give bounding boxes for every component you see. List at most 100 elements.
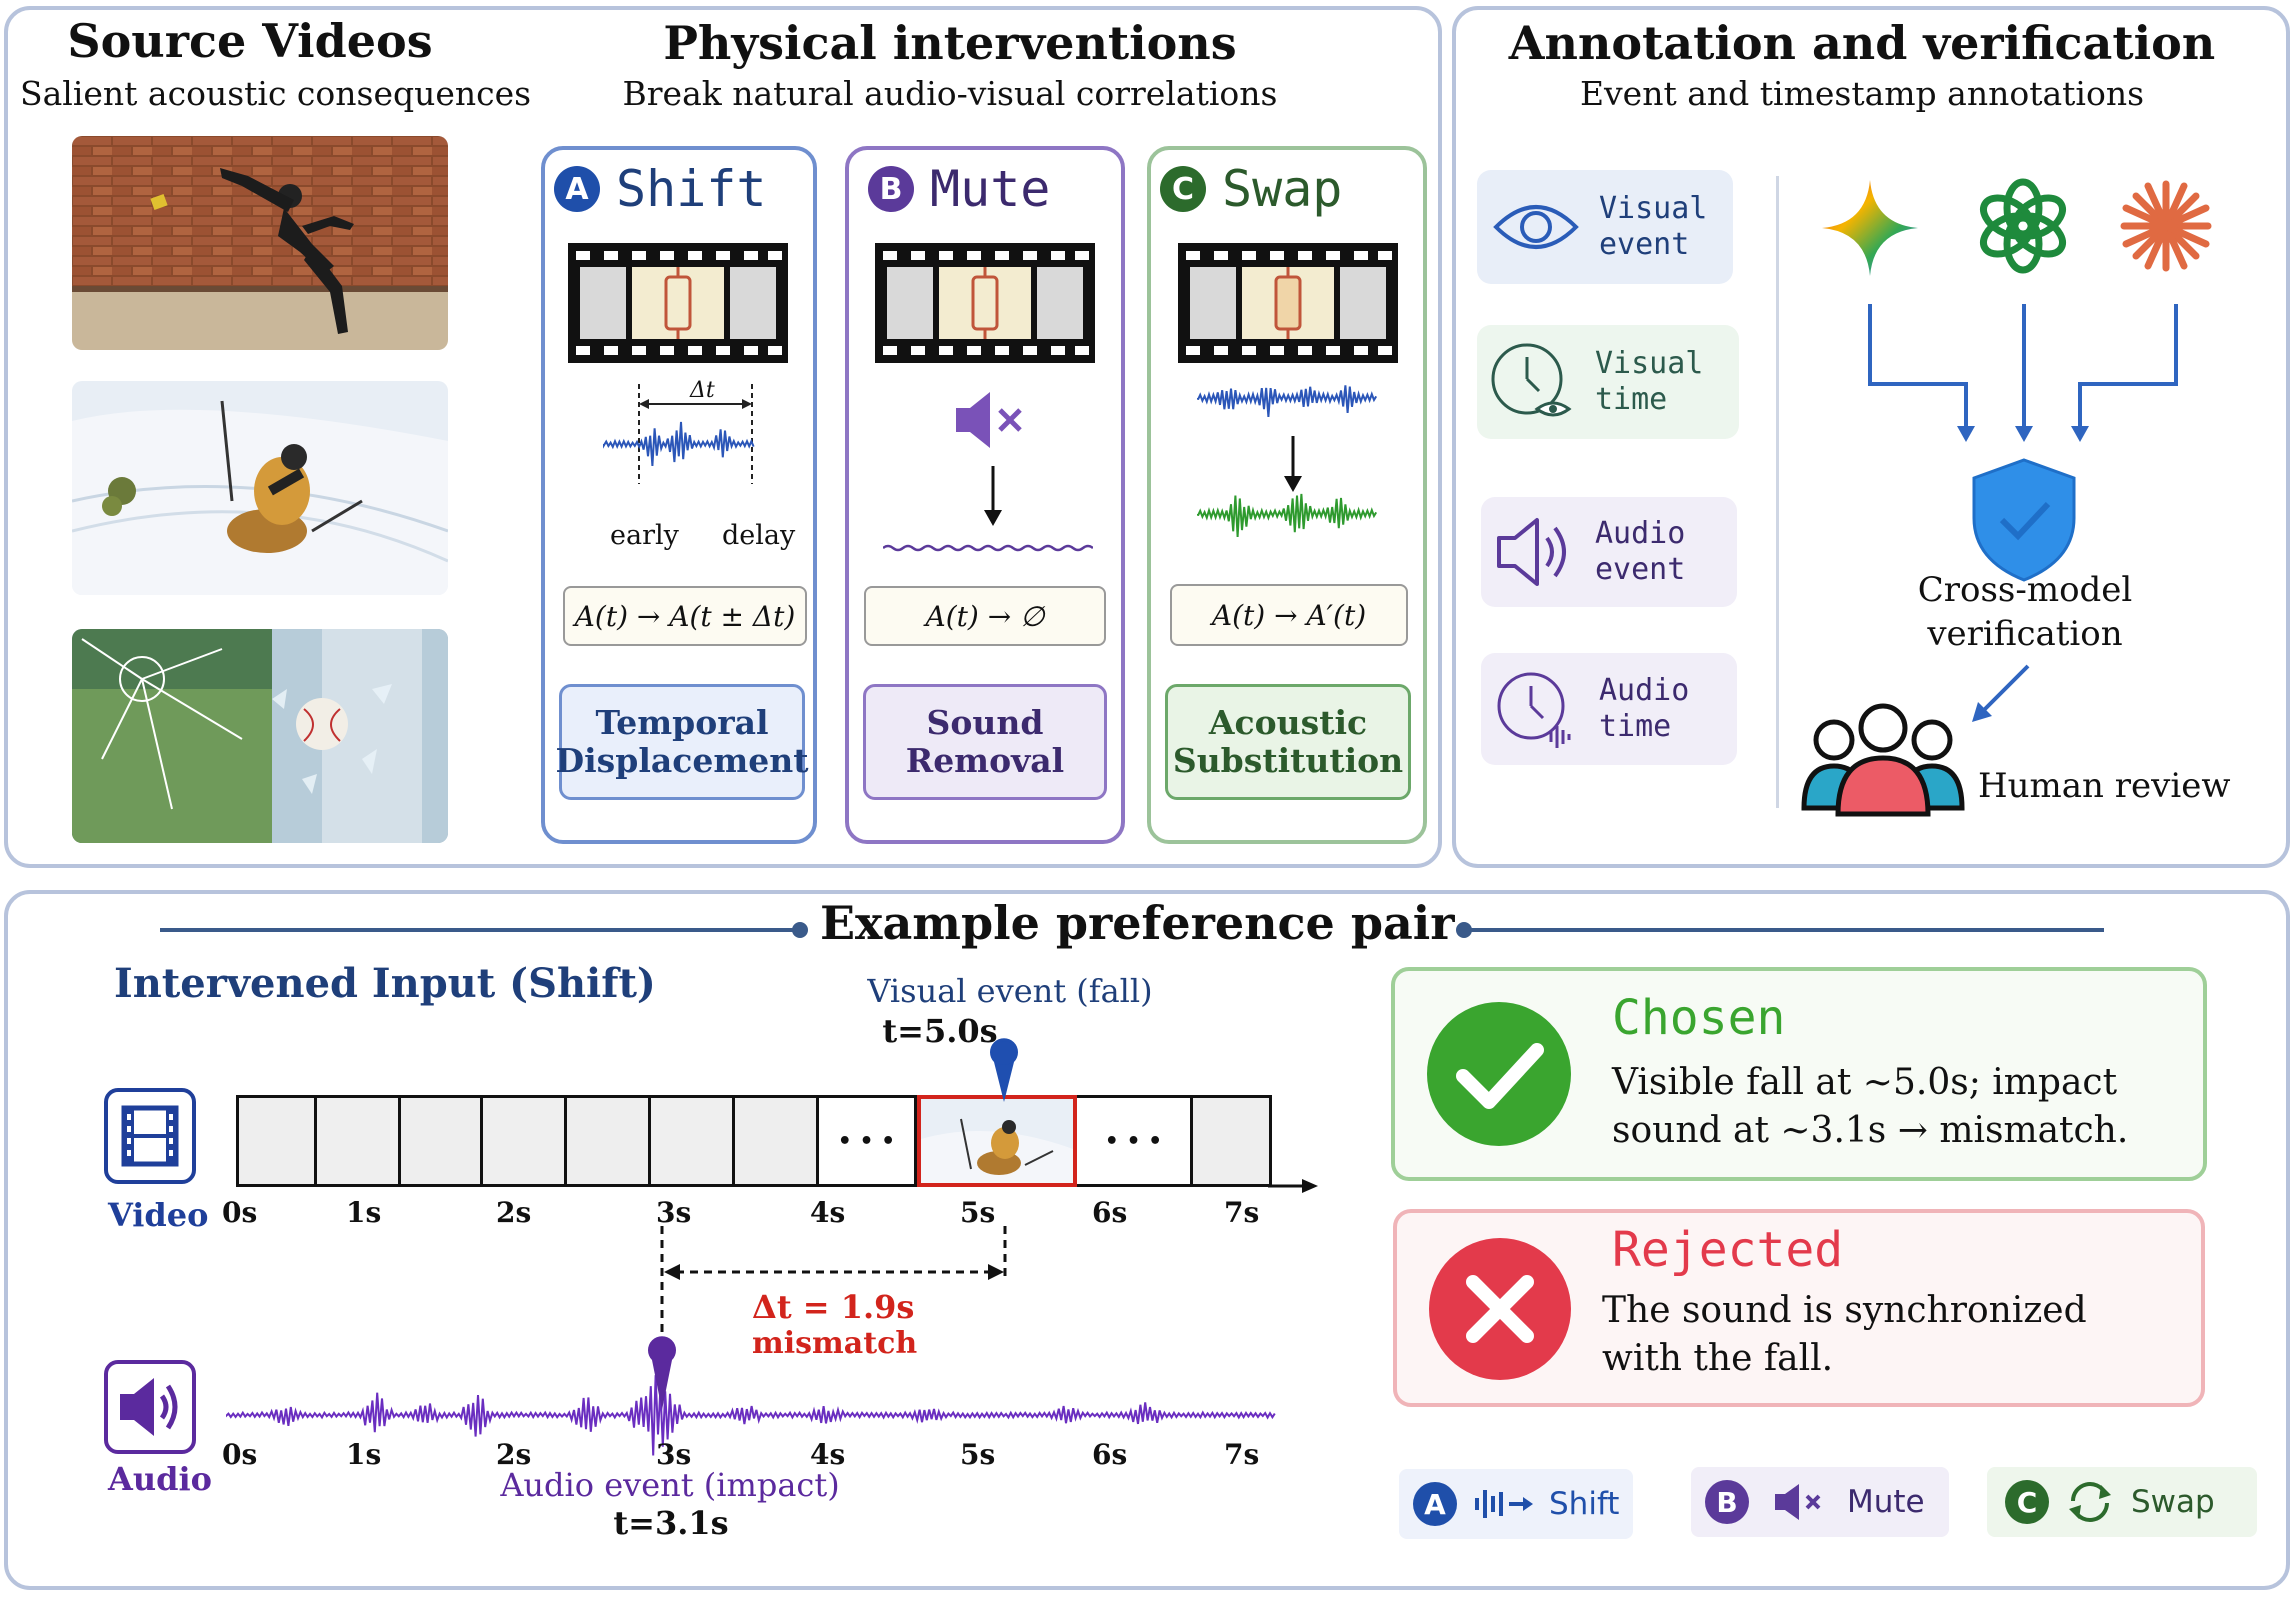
verification-arrows (1868, 304, 2178, 442)
shift-card-header: A Shift (554, 160, 767, 218)
interventions-subtitle: Break natural audio-visual correlations (622, 74, 1278, 113)
shift-audio-arrow-icon (1475, 1490, 1533, 1518)
swap-type-line1: Acoustic (1208, 703, 1368, 742)
shield-check-icon (1972, 458, 2076, 582)
chosen-text-line2: sound at ∼3.1s → mismatch. (1612, 1110, 2129, 1151)
swap-formula: A(t) → A′(t) (1170, 584, 1408, 646)
chosen-title: Chosen (1612, 990, 1786, 1046)
example-title-rule-left (160, 928, 800, 932)
source-photo-kick (72, 136, 448, 350)
legend-swap-label: Swap (2131, 1484, 2215, 1520)
mute-badge: B (868, 166, 914, 212)
interventions-title: Physical interventions (663, 16, 1237, 70)
video-tick-4: 4s (810, 1196, 846, 1229)
legend-mute-label: Mute (1847, 1484, 1925, 1520)
mute-type-line1: Sound (926, 703, 1044, 742)
shift-early-label: early (610, 520, 679, 551)
shift-type-line1: Temporal (595, 703, 769, 742)
rejected-text-line2: with the fall. (1602, 1338, 1834, 1379)
audio-event-label: Audio event (impact) (500, 1466, 840, 1504)
mute-film-strip-icon (875, 243, 1095, 363)
shift-type-line2: Displacement (555, 741, 809, 780)
audio-tick-5: 5s (960, 1438, 996, 1471)
audio-event-marker (648, 1336, 676, 1410)
audio-tick-4: 4s (810, 1438, 846, 1471)
source-videos-title: Source Videos (67, 14, 433, 68)
shift-card-name: Shift (616, 160, 767, 218)
mute-formula: A(t) → ∅ (864, 586, 1106, 646)
mute-speaker-small-icon (1775, 1484, 1821, 1520)
video-frame (735, 1098, 819, 1184)
audio-tick-7: 7s (1224, 1438, 1260, 1471)
example-title: Example preference pair (820, 896, 1455, 950)
mute-card-header: B Mute (868, 160, 1050, 218)
video-frame (483, 1098, 567, 1184)
swap-type-line2: Substitution (1172, 741, 1404, 780)
video-frame (567, 1098, 651, 1184)
video-axis-arrow (1268, 1179, 1318, 1193)
video-tick-3: 3s (656, 1196, 692, 1229)
verify-to-human-arrow (1972, 664, 2030, 722)
audio-event-time: t=3.1s (613, 1504, 729, 1542)
anno-audio-time-label: Audio time (1599, 673, 1690, 744)
swap-card-header: C Swap (1160, 160, 1342, 218)
shift-badge: A (554, 166, 600, 212)
mute-type-line2: Removal (905, 741, 1065, 780)
shift-type-label: Temporal Displacement (556, 684, 808, 800)
swap-type-label: Acoustic Substitution (1165, 684, 1411, 800)
anno-visual-time-label: Visual time (1595, 346, 1704, 417)
video-frame-ellipsis: • • • (1077, 1098, 1193, 1184)
claude-logo-icon (2120, 180, 2212, 272)
anno-visual-event-label: Visual event (1599, 191, 1708, 262)
visual-event-label: Visual event (fall) (867, 972, 1153, 1010)
video-tick-1: 1s (346, 1196, 382, 1229)
example-title-dot-left (792, 922, 808, 938)
video-frame-highlight (917, 1095, 1077, 1187)
delta-mismatch-guides (660, 1226, 1007, 1334)
shift-film-strip-icon (568, 243, 788, 363)
ellipsis-text: • • • (837, 1128, 896, 1154)
verify-line1: Cross-model (1917, 570, 2133, 610)
delta-label: Δt = 1.9s (752, 1288, 915, 1326)
video-timeline-track: • • • • • • (236, 1095, 1272, 1187)
swap-card-name: Swap (1222, 160, 1343, 218)
audio-tick-6: 6s (1092, 1438, 1128, 1471)
openai-logo-icon (1980, 178, 2066, 274)
video-frame (401, 1098, 483, 1184)
gemini-logo-icon (1822, 180, 1918, 276)
audio-speaker-icon (104, 1360, 196, 1454)
anno-audio-event-label: Audio event (1595, 516, 1686, 587)
visual-event-marker (990, 1038, 1018, 1102)
clock-eye-icon (1491, 343, 1572, 417)
swap-waveforms (1197, 385, 1378, 537)
speaker-icon (1497, 518, 1566, 586)
rejected-title: Rejected (1612, 1222, 1844, 1278)
shift-formula: A(t) → A(t ± Δt) (563, 586, 807, 646)
shift-delta-label: Δt (690, 378, 715, 403)
swap-film-strip-icon (1178, 243, 1398, 363)
video-frame (1193, 1098, 1269, 1184)
anno-audio-time: Audio time (1481, 653, 1737, 765)
mismatch-label: mismatch (752, 1326, 918, 1361)
video-frame (651, 1098, 735, 1184)
audio-tick-1: 1s (346, 1438, 382, 1471)
example-title-rule-right (1464, 928, 2104, 932)
anno-visual-event: Visual event (1477, 170, 1733, 284)
video-frame-ellipsis: • • • (819, 1098, 917, 1184)
video-tick-6: 6s (1092, 1196, 1128, 1229)
video-frame (239, 1098, 317, 1184)
chosen-text-line1: Visible fall at ∼5.0s; impact (1612, 1062, 2118, 1103)
video-frame (317, 1098, 401, 1184)
mute-card-name: Mute (930, 160, 1051, 218)
audio-waveform (226, 1375, 1276, 1456)
video-tick-7: 7s (1224, 1196, 1260, 1229)
audio-tick-2: 2s (496, 1438, 532, 1471)
swap-cycle-icon (2069, 1482, 2111, 1522)
shift-waveform (603, 384, 755, 484)
example-title-dot-right (1456, 922, 1472, 938)
source-videos-subtitle: Salient acoustic consequences (20, 74, 532, 113)
rejected-x-icon (1429, 1238, 1571, 1380)
mute-flat-waveform (883, 544, 1093, 552)
clock-audio-icon (1497, 672, 1571, 748)
swap-badge: C (1160, 166, 1206, 212)
